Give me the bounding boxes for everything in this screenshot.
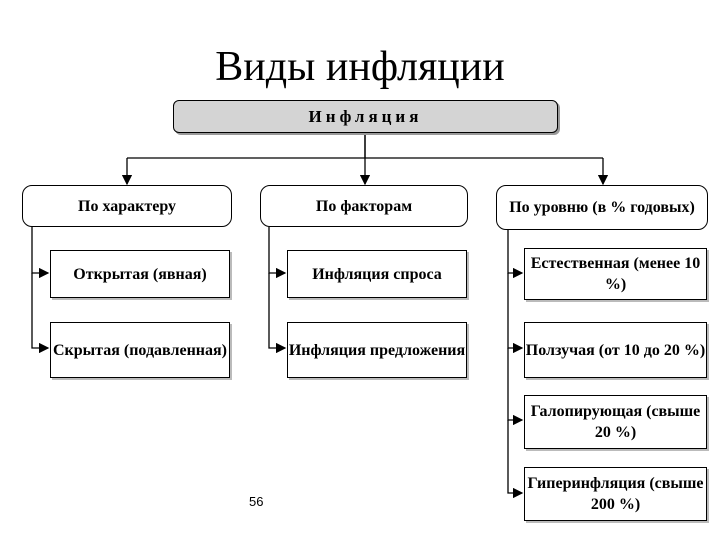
item-creeping-inflation: Ползучая (от 10 до 20 %): [524, 322, 707, 378]
item-hidden-inflation: Скрытая (подавленная): [50, 322, 230, 378]
slide-title: Виды инфляции: [215, 44, 505, 90]
page-number: 56: [249, 494, 264, 509]
item-natural-inflation: Естественная (менее 10 %): [524, 248, 707, 300]
item-supply-inflation: Инфляция предложения: [287, 322, 467, 378]
category-level: По уровню (в % годовых): [496, 185, 708, 230]
category-factors: По факторам: [260, 185, 468, 227]
category-character: По характеру: [22, 185, 232, 227]
root-node: Инфляция: [173, 100, 558, 133]
item-demand-inflation: Инфляция спроса: [287, 250, 467, 298]
item-hyperinflation: Гиперинфляция (свыше 200 %): [524, 467, 707, 521]
item-open-inflation: Открытая (явная): [50, 250, 230, 298]
item-galloping-inflation: Галопирующая (свыше 20 %): [524, 395, 707, 449]
